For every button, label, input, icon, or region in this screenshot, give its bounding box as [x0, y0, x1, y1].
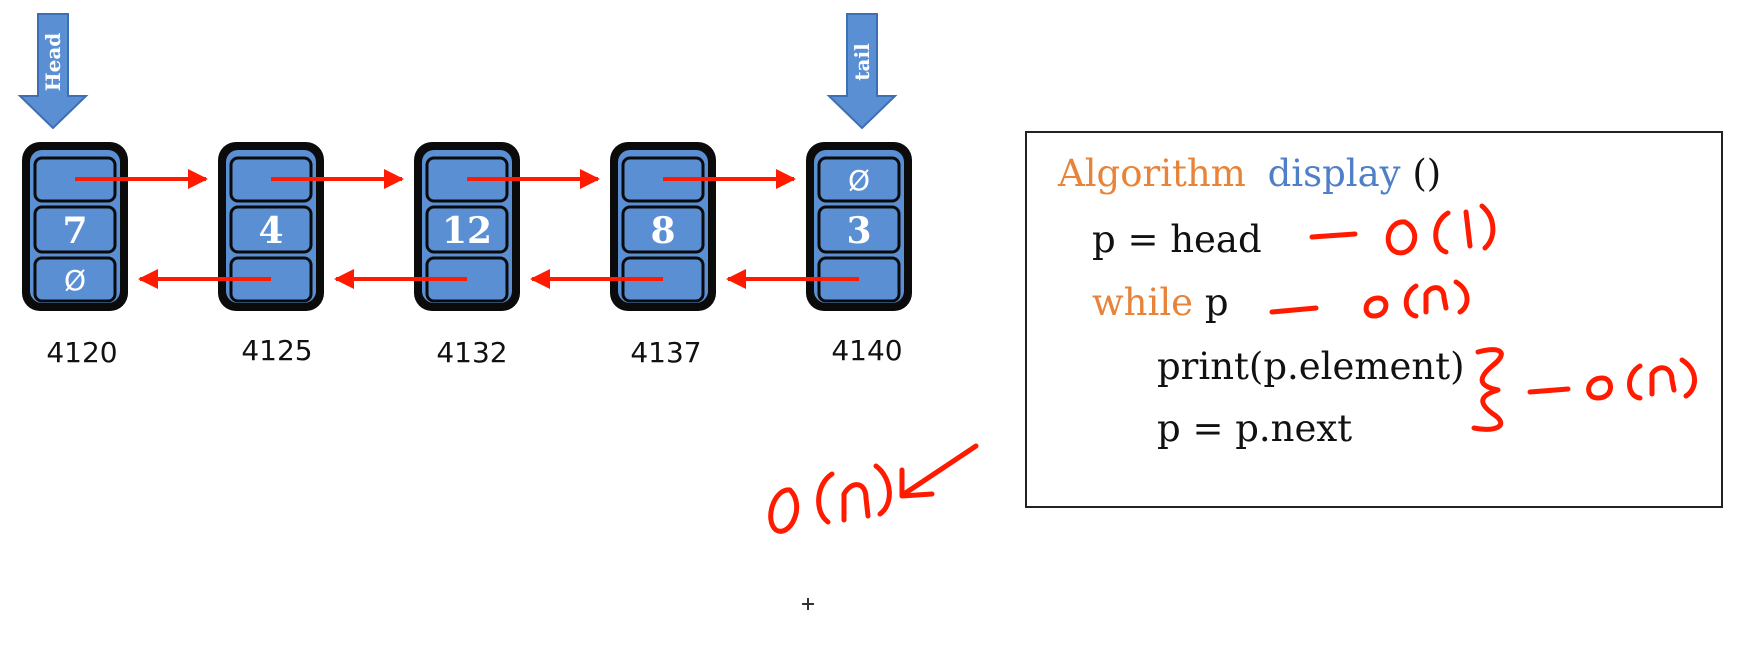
node-next-null: Ø [848, 164, 870, 197]
node-value: 8 [650, 210, 675, 252]
list-node: Ø 3 4140 [806, 142, 912, 367]
while-keyword: while [1092, 281, 1193, 324]
node-value: 12 [442, 210, 492, 252]
node-value-cell [425, 205, 509, 254]
node-value-cell [229, 205, 313, 254]
algorithm-parens: () [1412, 152, 1441, 195]
head-arrow-icon [17, 13, 89, 130]
algorithm-keyword: Algorithm [1057, 152, 1246, 195]
while-condition: p [1205, 281, 1229, 324]
node-address: 4137 [630, 336, 701, 369]
head-pointer: Head [17, 13, 89, 130]
node-value-cell [817, 205, 901, 254]
node-value: 4 [258, 210, 283, 252]
list-node: 7 Ø 4120 [22, 142, 128, 369]
node-address: 4125 [241, 334, 312, 367]
algorithm-name: display [1268, 152, 1401, 195]
node-address: 4140 [831, 334, 902, 367]
annotation-total-cost [768, 443, 979, 534]
code-line-head: p = head [1092, 218, 1262, 261]
node-value-cell [33, 205, 117, 254]
algorithm-header: Algorithm display () [1057, 152, 1441, 195]
code-line-advance: p = p.next [1157, 407, 1352, 450]
node-value-cell [621, 205, 705, 254]
head-label: Head [41, 33, 65, 92]
annotation-while-cost [1269, 279, 1470, 319]
algorithm-box: Algorithm display () p = head while p pr… [1025, 131, 1723, 508]
crosshair-cursor-icon [802, 598, 814, 610]
tail-pointer: tail [826, 13, 898, 130]
node-prev-null: Ø [64, 264, 86, 297]
node-prev-cell [33, 256, 117, 303]
handwritten-annotations [768, 203, 1697, 534]
node-next-cell [817, 156, 901, 203]
list-node: 12 4132 [414, 142, 520, 369]
code-line-while: while p [1092, 281, 1229, 324]
node-address: 4132 [436, 336, 507, 369]
node-address: 4120 [46, 336, 117, 369]
node-value: 7 [62, 210, 87, 252]
tail-label: tail [850, 43, 874, 81]
tail-arrow-icon [826, 13, 898, 130]
code-line-print: print(p.element) [1157, 345, 1465, 388]
list-node: 4 4125 [218, 142, 324, 367]
node-value: 3 [846, 210, 871, 252]
annotation-line1-cost [1309, 203, 1496, 256]
list-node: 8 4137 [610, 142, 716, 369]
annotation-body-cost [1471, 347, 1697, 432]
